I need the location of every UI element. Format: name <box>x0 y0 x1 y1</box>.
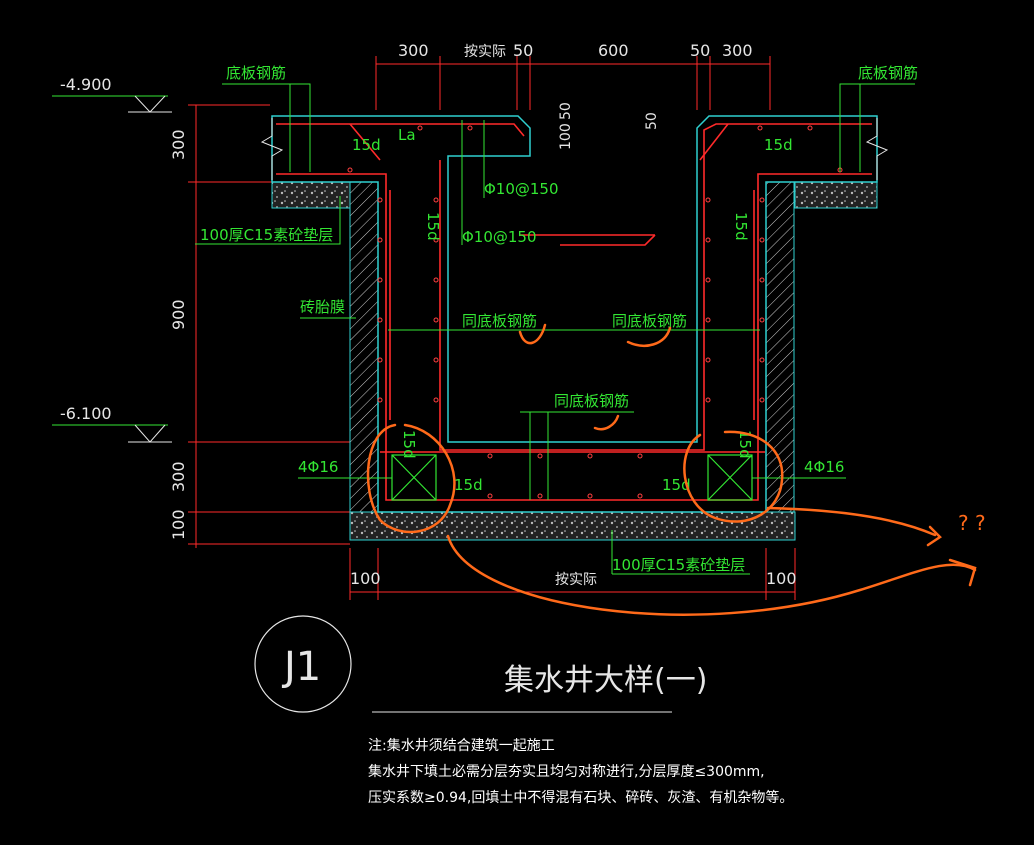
elevation-top: -4.900 <box>60 75 112 94</box>
label-15d-f: 15d <box>736 430 754 459</box>
top-dim-50-left: 50 <box>513 41 533 60</box>
top-dim-300-left: 300 <box>398 41 429 60</box>
label-dim-100: 100 <box>558 123 574 150</box>
hand-annotations <box>366 323 977 616</box>
note-line-1: 注:集水井须结合建筑一起施工 <box>368 737 555 754</box>
label-4phi16-right: 4Φ16 <box>804 458 844 476</box>
corner-bars <box>391 454 753 501</box>
title-text: 集水井大样(一) <box>504 663 707 698</box>
label-bedding-left: 100厚C15素砼垫层 <box>200 226 333 244</box>
label-same-rebar-3: 同底板钢筋 <box>554 392 629 410</box>
label-15d-a: 15d <box>352 136 381 154</box>
label-phi10-a: Φ10@150 <box>484 180 559 198</box>
top-dim-50-right: 50 <box>690 41 710 60</box>
elevation-marker-bottom <box>52 424 172 443</box>
label-same-rebar-2: 同底板钢筋 <box>612 312 687 330</box>
bottom-dim-actual: 按实际 <box>555 572 597 588</box>
annotation-question: ? ? <box>958 511 986 535</box>
leader-lines <box>195 83 915 575</box>
top-dim-600: 600 <box>598 41 629 60</box>
label-dim-50a: 50 <box>558 102 574 120</box>
top-dim-300-right: 300 <box>722 41 753 60</box>
label-la: La <box>398 126 416 144</box>
top-dimension-chain <box>375 56 771 110</box>
rebar-dots <box>347 125 843 499</box>
label-15d-h: 15d <box>662 476 691 494</box>
title-badge-circle <box>254 615 352 713</box>
bottom-dim-100-left: 100 <box>350 569 381 588</box>
pit-structure <box>260 115 889 541</box>
label-bottom-rebar-right: 底板钢筋 <box>858 64 918 82</box>
left-dimension-chain <box>188 104 350 548</box>
left-dim-300-bottom: 300 <box>169 461 188 492</box>
left-dim-100: 100 <box>169 509 188 540</box>
label-15d-e: 15d <box>400 430 418 459</box>
label-brick-mold: 砖胎膜 <box>300 298 345 316</box>
note-line-3: 压实系数≥0.94,回填土中不得混有石块、碎砖、灰渣、有机杂物等。 <box>368 789 793 806</box>
label-4phi16-left: 4Φ16 <box>298 458 338 476</box>
label-15d-g: 15d <box>454 476 483 494</box>
note-line-2: 集水井下填土必需分层夯实且均匀对称进行,分层厚度≤300mm, <box>368 763 765 780</box>
bottom-dimension-chain <box>349 548 796 600</box>
label-same-rebar-1: 同底板钢筋 <box>462 312 537 330</box>
title-badge: J1 <box>281 644 321 690</box>
rebar <box>276 123 872 501</box>
elevation-marker-top <box>52 95 172 113</box>
label-dim-50b: 50 <box>644 112 660 130</box>
bottom-dim-100-right: 100 <box>766 569 797 588</box>
left-dim-900: 900 <box>169 299 188 330</box>
label-phi10-b: Φ10@150 <box>462 228 537 246</box>
label-15d-d: 15d <box>732 212 750 241</box>
label-15d-b: 15d <box>764 136 793 154</box>
left-dim-300-top: 300 <box>169 129 188 160</box>
label-bedding-bottom: 100厚C15素砼垫层 <box>612 556 745 574</box>
label-15d-c: 15d <box>424 212 442 241</box>
top-dim-actual: 按实际 <box>464 44 506 60</box>
label-bottom-rebar-left: 底板钢筋 <box>226 64 286 82</box>
elevation-bottom: -6.100 <box>60 404 112 423</box>
